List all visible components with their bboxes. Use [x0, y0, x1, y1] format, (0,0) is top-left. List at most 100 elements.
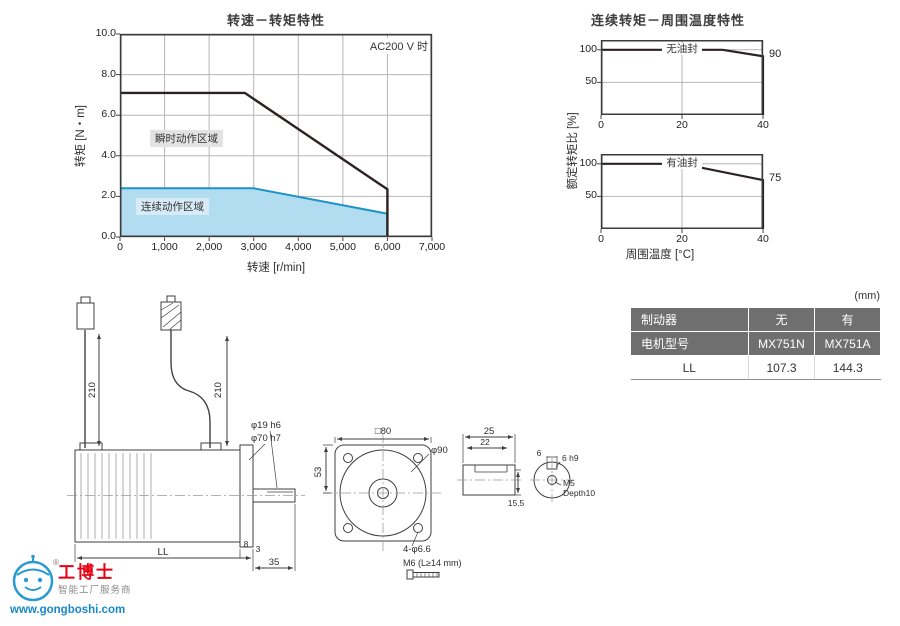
- no-oil-seal-plot-canvas: [597, 40, 765, 119]
- x-tick-label: 2,000: [196, 241, 223, 253]
- x-tick-label: 5,000: [329, 241, 356, 253]
- oil-seal-label: 有油封: [601, 155, 763, 170]
- ambient-temperature-x-axis-label: 周围温度 [°C]: [625, 249, 695, 261]
- bolt-spec-label: M6 (L≥14 mm): [403, 558, 461, 568]
- brake-none-cell: 无: [748, 307, 815, 332]
- keyway-tol-leader: [555, 461, 561, 468]
- keyway-tolerance-label: 6 h9: [562, 453, 579, 463]
- cable-gland-2: [200, 442, 222, 451]
- no-oil-seal-label-text: 无油封: [662, 43, 702, 55]
- speed-torque-y-axis-label: 转矩 [N・m]: [75, 105, 87, 167]
- instantaneous-region-label: 瞬时动作区域: [150, 130, 223, 147]
- bolt-holes-label: 4-φ6.6: [403, 544, 431, 555]
- oil-seal-end-value: 75: [766, 154, 802, 229]
- bolt-hole: [413, 453, 423, 463]
- connector-2-hatch: [160, 302, 182, 331]
- brake-model-spec-table: 制动器 无 有 电机型号 MX751N MX751A LL 107.3 144.…: [630, 307, 881, 380]
- y-tick-label: 100: [579, 42, 597, 55]
- brake-with-cell: 有: [814, 307, 881, 332]
- dim25-extension-lines: [462, 434, 516, 463]
- cable2-length-dim: 210: [213, 382, 224, 398]
- oil-seal-plot: [597, 154, 765, 233]
- keyway-profile: [474, 465, 508, 473]
- dia-90-label: φ90: [431, 445, 448, 456]
- gongboshi-logo: ® 工博士 智能工厂服务商 www.gongboshi.com: [8, 550, 148, 622]
- cable1-length-dim: 210: [87, 382, 98, 398]
- table-row-model: 电机型号 MX751N MX751A: [630, 331, 881, 356]
- x-tick-label: 20: [676, 119, 688, 131]
- connector-2-pin: [166, 295, 176, 303]
- step-dim: 3: [256, 544, 261, 554]
- connector-1: [76, 302, 95, 330]
- model-header-cell: 电机型号: [630, 331, 749, 356]
- shaft-extension-lines: [252, 504, 296, 571]
- square-extension-lines: [334, 437, 432, 443]
- y-tick-label: 10.0: [95, 27, 116, 39]
- no-oil-seal-plot: [597, 40, 765, 119]
- motor-side-view: [67, 295, 305, 571]
- model-a-cell: MX751A: [814, 331, 881, 356]
- brake-header-cell: 制动器: [630, 307, 749, 332]
- bolt-glyph: [406, 569, 440, 580]
- bolt-hole: [343, 523, 353, 533]
- x-tick-label: 3,000: [240, 241, 267, 253]
- dim-53-label: 53: [313, 467, 324, 478]
- dim155-extension: [515, 469, 521, 496]
- tap-leader: [554, 481, 562, 486]
- pilot-diameter-dim: φ70 h7: [251, 433, 281, 444]
- dim53-extension-lines: [323, 444, 333, 494]
- ll-dim-label: LL: [157, 547, 169, 558]
- speed-torque-x-axis-label: 转速 [r/min]: [246, 262, 306, 274]
- tap-size-label: M5: [563, 478, 575, 488]
- model-n-cell: MX751N: [748, 331, 815, 356]
- bolt-hole: [343, 453, 353, 463]
- dim-155-label: 15.5: [508, 498, 525, 508]
- table-unit-label: (mm): [854, 290, 880, 302]
- x-tick-label: 20: [676, 233, 688, 245]
- y-tick-label: 4.0: [101, 148, 116, 161]
- oil-seal-label-text: 有油封: [662, 157, 702, 169]
- ll-label-cell: LL: [630, 355, 749, 380]
- ll-value-n-cell: 107.3: [748, 355, 815, 380]
- x-tick-label: 40: [757, 233, 769, 245]
- y-tick-label: 100: [579, 156, 597, 169]
- front-centerlines: [323, 433, 443, 553]
- pilot-dia-leader: [248, 443, 266, 461]
- keyway-width-label: 6: [537, 448, 542, 458]
- y-tick-label: 6.0: [101, 108, 116, 121]
- no-oil-seal-label: 无油封: [601, 41, 763, 56]
- registered-mark: ®: [53, 558, 59, 567]
- logo-url-link[interactable]: www.gongboshi.com: [10, 604, 126, 616]
- cable-gland-1: [79, 442, 103, 451]
- shaft-length-dim: 35: [269, 557, 280, 568]
- logo-tagline: 智能工厂服务商: [58, 585, 132, 596]
- end-view-centerlines: [530, 458, 574, 502]
- motor-body: [74, 449, 241, 543]
- mascot-icon: ®: [12, 554, 59, 602]
- continuous-region-label: 连续动作区域: [136, 198, 209, 215]
- shaft-diameter-dim: φ19 h6: [251, 420, 281, 431]
- oil-seal-x-ticks: 0 20 40: [598, 233, 769, 247]
- motor-fins: [80, 453, 152, 539]
- no-oil-seal-end-value: 90: [766, 40, 802, 115]
- logo-brand-text: 工博士: [58, 563, 115, 582]
- cable-2: [170, 330, 211, 448]
- oil-seal-plot-canvas: [597, 154, 765, 233]
- connector-1-pin: [80, 296, 91, 304]
- table-row-brake: 制动器 无 有: [630, 307, 881, 332]
- x-tick-label: 6,000: [374, 241, 401, 253]
- y-tick-label: 0.0: [101, 230, 116, 242]
- torque-ratio-y-axis-label: 额定转矩比 [%]: [567, 112, 579, 190]
- x-tick-label: 0: [598, 119, 604, 131]
- bolt-hole: [413, 523, 423, 533]
- x-tick-label: 0: [598, 233, 604, 245]
- dim-22-label: 22: [480, 437, 490, 447]
- keyway-width-dim: [546, 456, 558, 462]
- x-tick-label: 4,000: [285, 241, 312, 253]
- speed-torque-chart-title: 转速－转矩特性: [226, 13, 325, 28]
